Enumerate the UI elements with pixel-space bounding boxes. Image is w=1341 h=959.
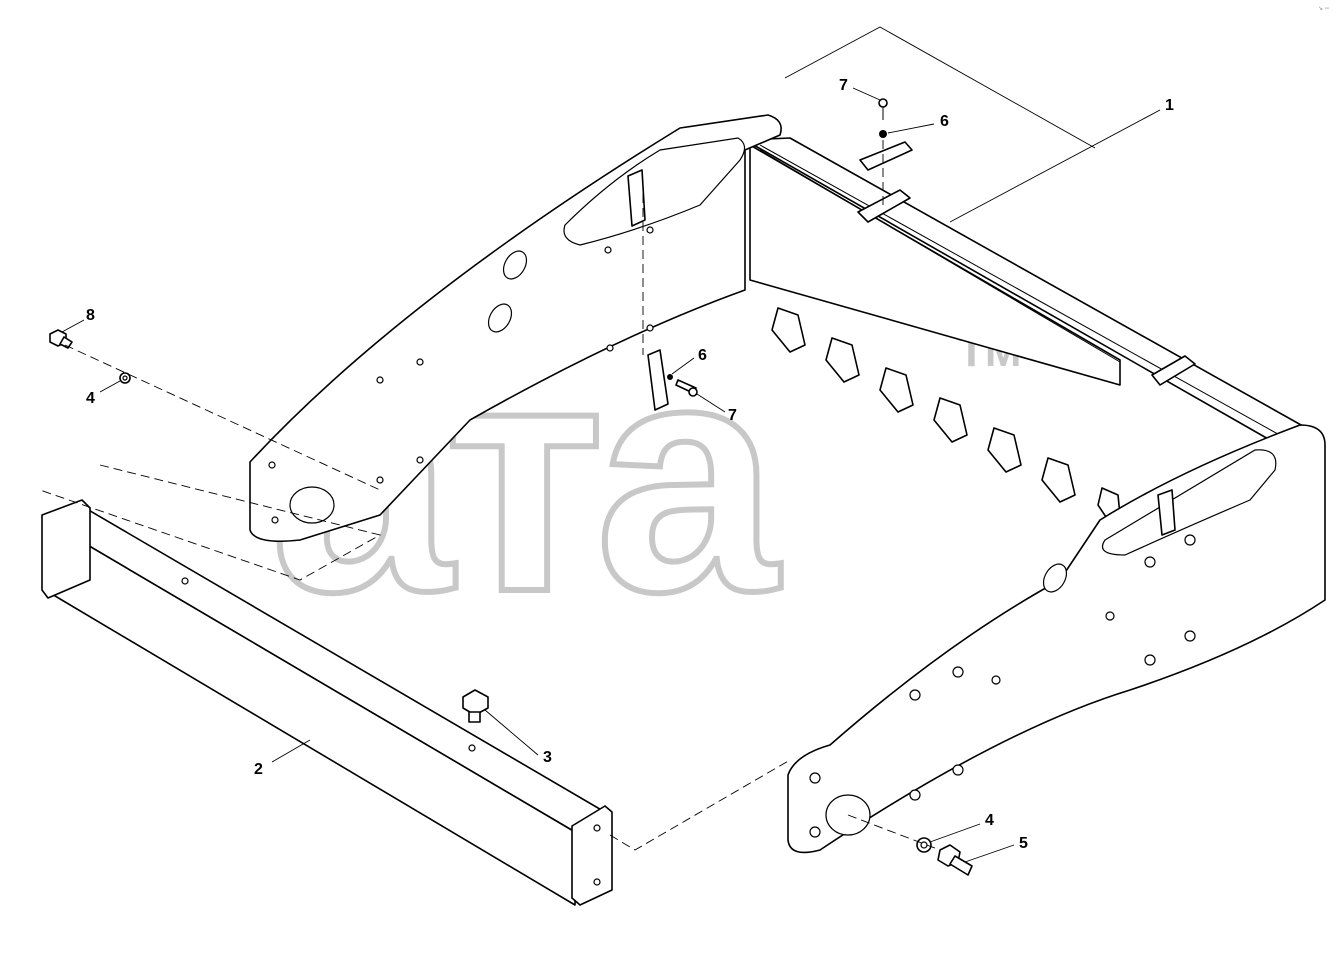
screw-part-7-top [878, 98, 888, 120]
callout-2: 2 [254, 761, 263, 778]
beam-right-endplate [571, 805, 613, 906]
leader-1 [949, 109, 1161, 223]
frame-clip-left [627, 169, 646, 227]
floor-bracket-row [771, 307, 1121, 521]
frame-clip-right [1157, 489, 1176, 536]
washer-part-6-mid [667, 374, 673, 380]
leader-4a [99, 380, 121, 393]
rear-wall-edge [759, 149, 1121, 363]
left-plate-hole-upper [502, 250, 528, 280]
clip-plate-part-6-mid [647, 349, 669, 411]
left-plate-bolt-hole [268, 461, 276, 469]
washer-part-6-top [879, 130, 887, 138]
floor-bracket [825, 337, 860, 383]
callout-1: 1 [1165, 97, 1174, 114]
leader-2 [271, 739, 311, 763]
left-plate-bolt-hole [376, 376, 384, 384]
right-plate-bolt-hole [952, 666, 964, 678]
left-plate-bolt-hole [376, 476, 384, 484]
part-1-bracket-line [784, 26, 1096, 149]
assembly-line [847, 814, 941, 851]
frame-right-side-plate [787, 424, 1326, 854]
assembly-line [64, 344, 381, 491]
beam-left-endplate [41, 499, 91, 599]
clip-plate-part-6-top [859, 141, 913, 171]
right-plate-bolt-hole [809, 826, 821, 838]
plug-head [462, 689, 489, 716]
left-plate-bolt-hole [646, 226, 654, 234]
right-plate-bolt-hole [909, 689, 921, 701]
leader-3 [484, 709, 539, 756]
leader-6b [671, 357, 695, 375]
leader-8 [61, 319, 85, 333]
callout-3: 3 [543, 749, 552, 766]
callout-5: 5 [1019, 835, 1028, 852]
bolt-part-8 [49, 329, 73, 349]
left-plate-bolt-hole [271, 516, 279, 524]
beam-top-hole [181, 577, 189, 585]
screw-head [688, 387, 698, 397]
right-plate-bolt-hole [991, 675, 1001, 685]
right-plate-bolt-hole [909, 789, 921, 801]
right-plate-bolt-hole [1144, 654, 1156, 666]
left-plate-bolt-hole [606, 344, 614, 352]
right-plate-bolt-hole [1105, 611, 1115, 621]
bolt-shank [949, 855, 973, 876]
screw-part-7-mid [675, 379, 698, 397]
plug-thread [468, 711, 481, 723]
assembly-line [39, 464, 382, 581]
main-frame-part-1 [249, 114, 1326, 854]
top-rail-edge [759, 144, 1286, 439]
left-plate-hole-middle [487, 303, 513, 333]
floor-bracket [879, 367, 914, 413]
leader-7b [696, 393, 726, 413]
callout-8: 8 [86, 307, 95, 324]
right-plate-hole [1042, 563, 1068, 593]
bolt-shank [59, 336, 73, 349]
frame-clip-top [857, 189, 911, 223]
callout-7-mid: 7 [728, 407, 737, 424]
plug-part-3 [462, 689, 489, 723]
floor-bracket [987, 427, 1022, 473]
leader-6a [887, 123, 935, 134]
beam-endplate-hole [593, 878, 601, 886]
left-plate-bolt-hole [416, 358, 424, 366]
right-plate-bolt-hole [1144, 556, 1156, 568]
frame-clip-rear [1151, 355, 1196, 386]
leader-4b [929, 823, 981, 843]
right-plate-bolt-hole [809, 772, 821, 784]
left-plate-bore [289, 486, 335, 524]
beam-top-hole [468, 744, 476, 752]
left-plate-bolt-hole [646, 324, 654, 332]
screw-head [878, 98, 888, 108]
left-plate-bolt-hole [416, 456, 424, 464]
cross-beam-part-2 [41, 499, 613, 906]
callout-4-right: 4 [985, 812, 994, 829]
right-plate-bolt-hole [952, 764, 964, 776]
right-plate-bolt-hole [1184, 630, 1196, 642]
leader-5 [964, 844, 1015, 863]
callout-6-top: 6 [940, 113, 949, 130]
callout-6-mid: 6 [698, 347, 707, 364]
right-plate-bolt-hole [1184, 534, 1196, 546]
assembly-line [609, 759, 791, 851]
floor-bracket [1041, 457, 1076, 503]
bolt-part-5 [937, 844, 973, 876]
floor-bracket [933, 397, 968, 443]
floor-bracket [771, 307, 806, 353]
callout-7-top: 7 [839, 77, 848, 94]
beam-endplate-hole [593, 824, 601, 832]
left-plate-slot [563, 137, 746, 246]
leader-7a [852, 87, 881, 101]
left-plate-bolt-hole [604, 246, 612, 254]
frame-rear-wall [749, 144, 1121, 386]
corner-mark: ↘ ▫▫ [1318, 6, 1329, 12]
washer-bore [122, 375, 128, 381]
right-plate-slot [1101, 449, 1277, 556]
callout-4-left: 4 [86, 390, 95, 407]
